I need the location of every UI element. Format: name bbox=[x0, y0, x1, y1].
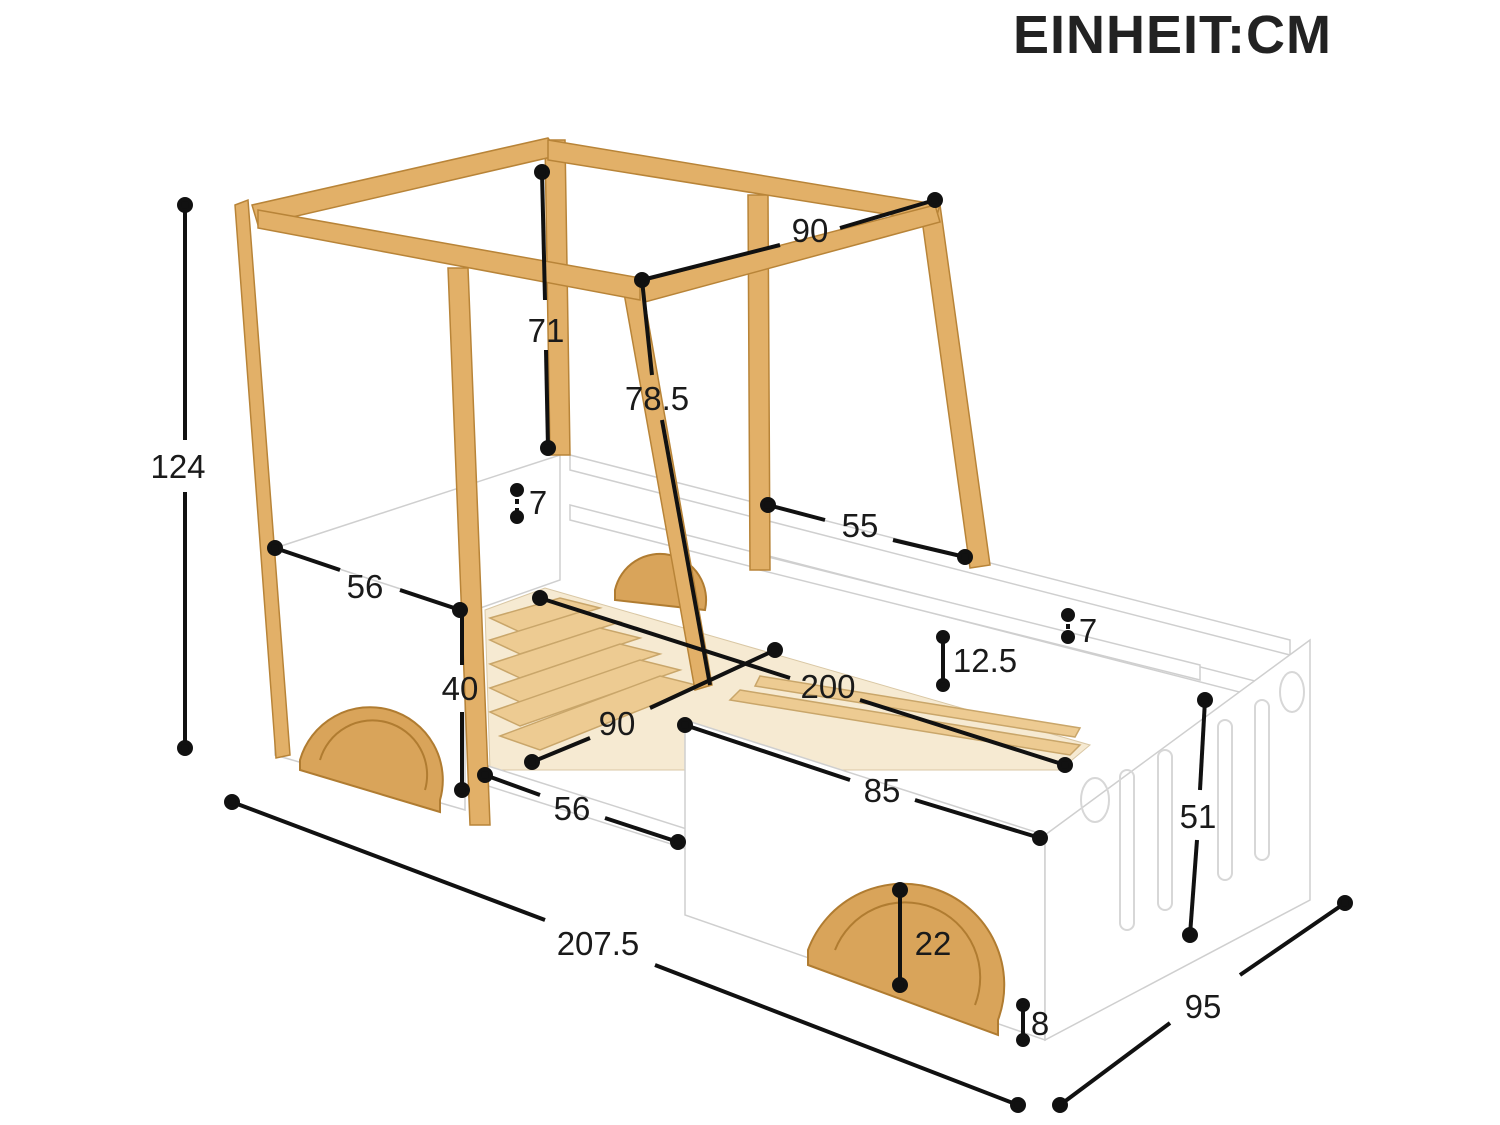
label-windshield: 78.5 bbox=[625, 380, 689, 417]
label-side-gap: 7 bbox=[529, 484, 547, 521]
bed-illustration bbox=[234, 137, 1311, 1042]
dim-line-total-width bbox=[1058, 1021, 1172, 1107]
dim-line-total-length bbox=[231, 800, 546, 922]
roof-rail-left bbox=[251, 137, 562, 226]
grille bbox=[1080, 671, 1305, 931]
roof-rail-right bbox=[639, 204, 941, 303]
label-mattress-width: 90 bbox=[599, 705, 636, 742]
rear-wheel-icon bbox=[299, 706, 444, 814]
label-wheel-height: 22 bbox=[915, 925, 952, 962]
dim-line-mattress-length bbox=[539, 596, 791, 680]
dim-line-hood-height bbox=[1198, 699, 1207, 791]
unit-label: EINHEIT:CM bbox=[1013, 5, 1332, 65]
slats bbox=[487, 597, 1082, 756]
label-rail-height: 12.5 bbox=[953, 642, 1017, 679]
label-post-upper: 71 bbox=[528, 312, 565, 349]
dim-line-roof-width bbox=[641, 243, 781, 282]
dimension-lines bbox=[177, 164, 1353, 1113]
dim-line-cab-length bbox=[274, 546, 341, 572]
label-roof-width: 90 bbox=[792, 212, 829, 249]
label-step-length: 56 bbox=[554, 790, 591, 827]
windshield-post-right bbox=[919, 204, 991, 569]
roof-rail-back bbox=[547, 139, 941, 223]
dim-line-post-upper bbox=[540, 171, 547, 301]
dim-line-step-length bbox=[484, 773, 541, 797]
label-rear-rail-gap: 7 bbox=[1079, 612, 1097, 649]
label-cab-length: 56 bbox=[347, 568, 384, 605]
label-side-rail: 55 bbox=[842, 507, 879, 544]
back-front-post bbox=[747, 194, 771, 571]
back-rear-post bbox=[544, 139, 571, 456]
label-hood-length: 85 bbox=[864, 772, 901, 809]
dim-line-hood-length bbox=[684, 723, 851, 782]
hood-front-panel bbox=[1044, 638, 1311, 1042]
label-total-length: 207.5 bbox=[557, 925, 640, 962]
label-cab-height: 40 bbox=[442, 670, 479, 707]
label-mattress-length: 200 bbox=[800, 668, 855, 705]
dim-line-windshield bbox=[640, 279, 654, 376]
dim-line-mattress-width bbox=[649, 648, 776, 710]
label-total-width: 95 bbox=[1185, 988, 1222, 1025]
rear-left-post bbox=[234, 198, 291, 759]
front-wheel-icon bbox=[807, 882, 1006, 1037]
dim-line-side-rail bbox=[767, 503, 826, 522]
label-total-height: 124 bbox=[150, 448, 205, 485]
dimension-labels: 124 90 71 78.5 7 55 7 12.5 56 40 200 90 … bbox=[150, 212, 1221, 1042]
label-hood-height: 51 bbox=[1180, 798, 1217, 835]
label-ground-clearance: 8 bbox=[1031, 1005, 1049, 1042]
